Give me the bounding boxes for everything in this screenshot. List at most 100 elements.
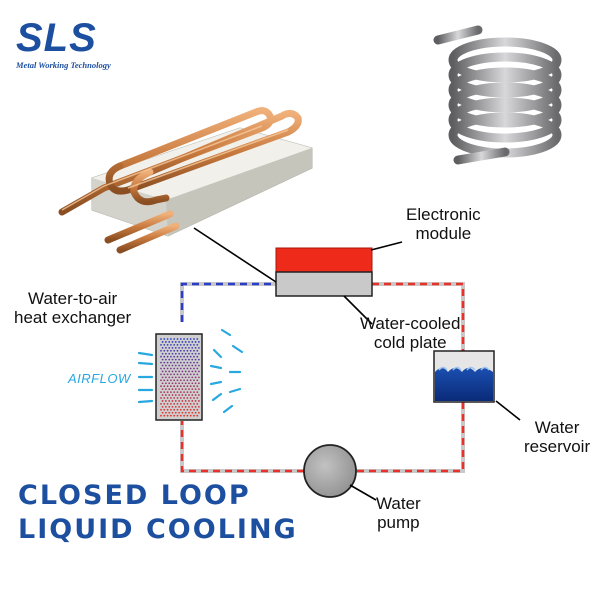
heat-exchanger-dot [198, 400, 200, 402]
heat-exchanger-dot [189, 373, 192, 376]
heat-exchanger-dot [168, 405, 171, 408]
heat-exchanger-dot [186, 391, 189, 393]
heat-exchanger-dot [165, 394, 167, 396]
heat-exchanger-dot [160, 338, 162, 340]
heat-exchanger-dot [186, 403, 189, 405]
heat-exchanger-dot [161, 382, 164, 385]
heat-exchanger-dot [174, 400, 177, 402]
water-pump-label-line2: pump [377, 513, 420, 532]
water-reservoir [433, 350, 495, 403]
heat-exchanger-dot [198, 352, 200, 355]
heat-exchanger-dot [171, 352, 174, 355]
leader-lines [193, 227, 521, 501]
heat-exchanger-dot [161, 352, 164, 355]
heat-exchanger-dot [188, 376, 190, 379]
heat-exchanger-dot [186, 349, 189, 352]
heat-exchanger-dot [163, 403, 166, 405]
heat-exchanger-dot [184, 370, 187, 373]
heat-exchanger-dot [178, 411, 181, 414]
heat-exchanger-dot [173, 344, 176, 346]
heat-exchanger-dot [181, 346, 184, 349]
heat-exchanger-dot [171, 382, 174, 385]
heat-exchanger-dot [189, 414, 192, 417]
heat-exchanger-dot [183, 361, 186, 364]
heat-exchanger-dot [193, 379, 195, 382]
heat-exchanger-dot [196, 373, 199, 376]
heat-exchanger-dot [198, 411, 200, 414]
heat-exchanger-dot [160, 408, 162, 411]
heat-exchanger-dot [171, 364, 174, 367]
heat-exchanger-dot [179, 355, 182, 358]
heat-exchanger-dot [191, 364, 194, 367]
heat-exchanger-dot [161, 370, 164, 373]
heat-exchanger-dot [188, 382, 190, 385]
heat-exchanger-dot [161, 346, 164, 349]
heat-exchanger-dot [198, 364, 200, 367]
heat-exchanger-dot [178, 346, 181, 349]
heat-exchanger-dot [170, 408, 172, 411]
heat-exchanger-dot [178, 388, 181, 391]
heat-exchanger-dot [168, 382, 171, 385]
heat-exchanger-dot [181, 411, 184, 414]
heat-exchanger-dot [170, 367, 172, 370]
heat-exchanger-dot [174, 394, 177, 396]
heat-exchanger-dot [160, 414, 162, 417]
heat-exchanger-dot [166, 391, 169, 393]
heat-exchanger-dot [160, 361, 162, 364]
heat-exchanger-dot [186, 367, 189, 370]
heat-exchanger-dot [168, 394, 171, 396]
heat-exchanger-dot [188, 411, 190, 414]
cold-plate-label-line2: cold plate [373, 333, 447, 352]
heat-exchanger-dot [194, 376, 197, 379]
heat-exchanger-dot [194, 405, 197, 408]
heat-exchanger-dot [179, 414, 182, 417]
heat-exchanger-dot [189, 361, 192, 364]
heat-exchanger-dot [184, 382, 187, 385]
heat-exchanger-dot [186, 379, 189, 382]
heat-exchanger-dot [178, 382, 181, 385]
heat-exchanger-dot [173, 373, 176, 376]
heat-exchanger-dot [168, 400, 171, 402]
heat-exchanger-dot [188, 346, 190, 349]
title-line-2: LIQUID COOLING [18, 514, 298, 545]
heat-exchanger-dot [181, 364, 184, 367]
heat-exchanger-dot [183, 408, 186, 411]
heat-exchanger-dot [163, 367, 166, 370]
heat-exchanger-dot [196, 349, 199, 352]
heat-exchanger-dot [186, 338, 189, 340]
heat-exchanger-dot [178, 405, 181, 408]
heat-exchanger-dot [183, 344, 186, 346]
heat-exchanger-dot [171, 376, 174, 379]
heat-exchanger-dot [173, 361, 176, 364]
water-reservoir-label-line1: Water [534, 418, 580, 437]
heat-exchanger-dot [161, 364, 164, 367]
heat-exchanger-dot [170, 391, 172, 393]
heat-exchanger-dot [198, 388, 200, 391]
heat-exchanger-dot [188, 400, 190, 402]
water-reservoir-label: Water reservoir [524, 418, 590, 456]
heat-exchanger-dot [179, 397, 182, 399]
airflow-label: AIRFLOW [68, 371, 131, 386]
heat-exchanger-dot [166, 367, 169, 370]
heat-exchanger-dot [179, 379, 182, 382]
heat-exchanger-dot [166, 373, 169, 376]
heat-exchanger-dot [183, 403, 186, 405]
heat-exchanger-label-line1: Water-to-air [28, 289, 118, 308]
water-pump [303, 444, 357, 498]
heat-exchanger-dot [186, 385, 189, 388]
heat-exchanger-dot [166, 397, 169, 399]
logo-tagline: Metal Working Technology [16, 60, 111, 70]
heat-exchanger-dot [189, 379, 192, 382]
heat-exchanger-dot [186, 397, 189, 399]
heat-exchanger-dot [196, 355, 199, 358]
heat-exchanger-dot [186, 373, 189, 376]
heat-exchanger-dot [166, 349, 169, 352]
heat-exchanger-dot [176, 367, 179, 370]
heat-exchanger-dot [181, 376, 184, 379]
heat-exchanger-dot [163, 361, 166, 364]
heat-exchanger-dot [170, 385, 172, 388]
heat-exchanger-dot [183, 338, 186, 340]
heat-exchanger-dot [176, 344, 179, 346]
heat-exchanger-dot [160, 367, 162, 370]
